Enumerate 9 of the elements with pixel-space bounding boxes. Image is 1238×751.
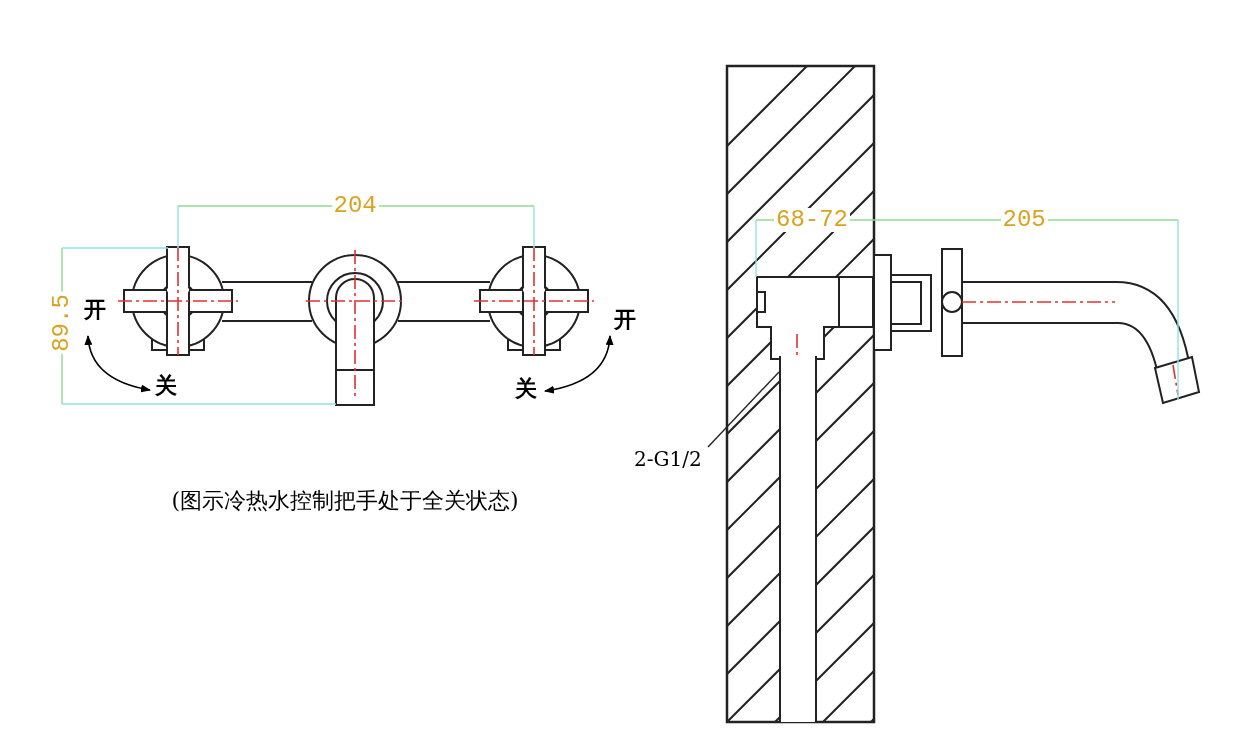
dimension-value: 68-72 bbox=[774, 208, 850, 232]
caption: (图示冷热水控制把手处于全关状态) bbox=[171, 487, 519, 515]
open-label: 开 bbox=[614, 308, 636, 332]
leader-line bbox=[707, 371, 780, 448]
close-label: 关 bbox=[515, 377, 537, 401]
close-label: 关 bbox=[155, 374, 177, 398]
thread-label: 2-G1/2 bbox=[634, 446, 710, 472]
pipe bbox=[779, 356, 817, 722]
open-label: 开 bbox=[84, 298, 106, 322]
